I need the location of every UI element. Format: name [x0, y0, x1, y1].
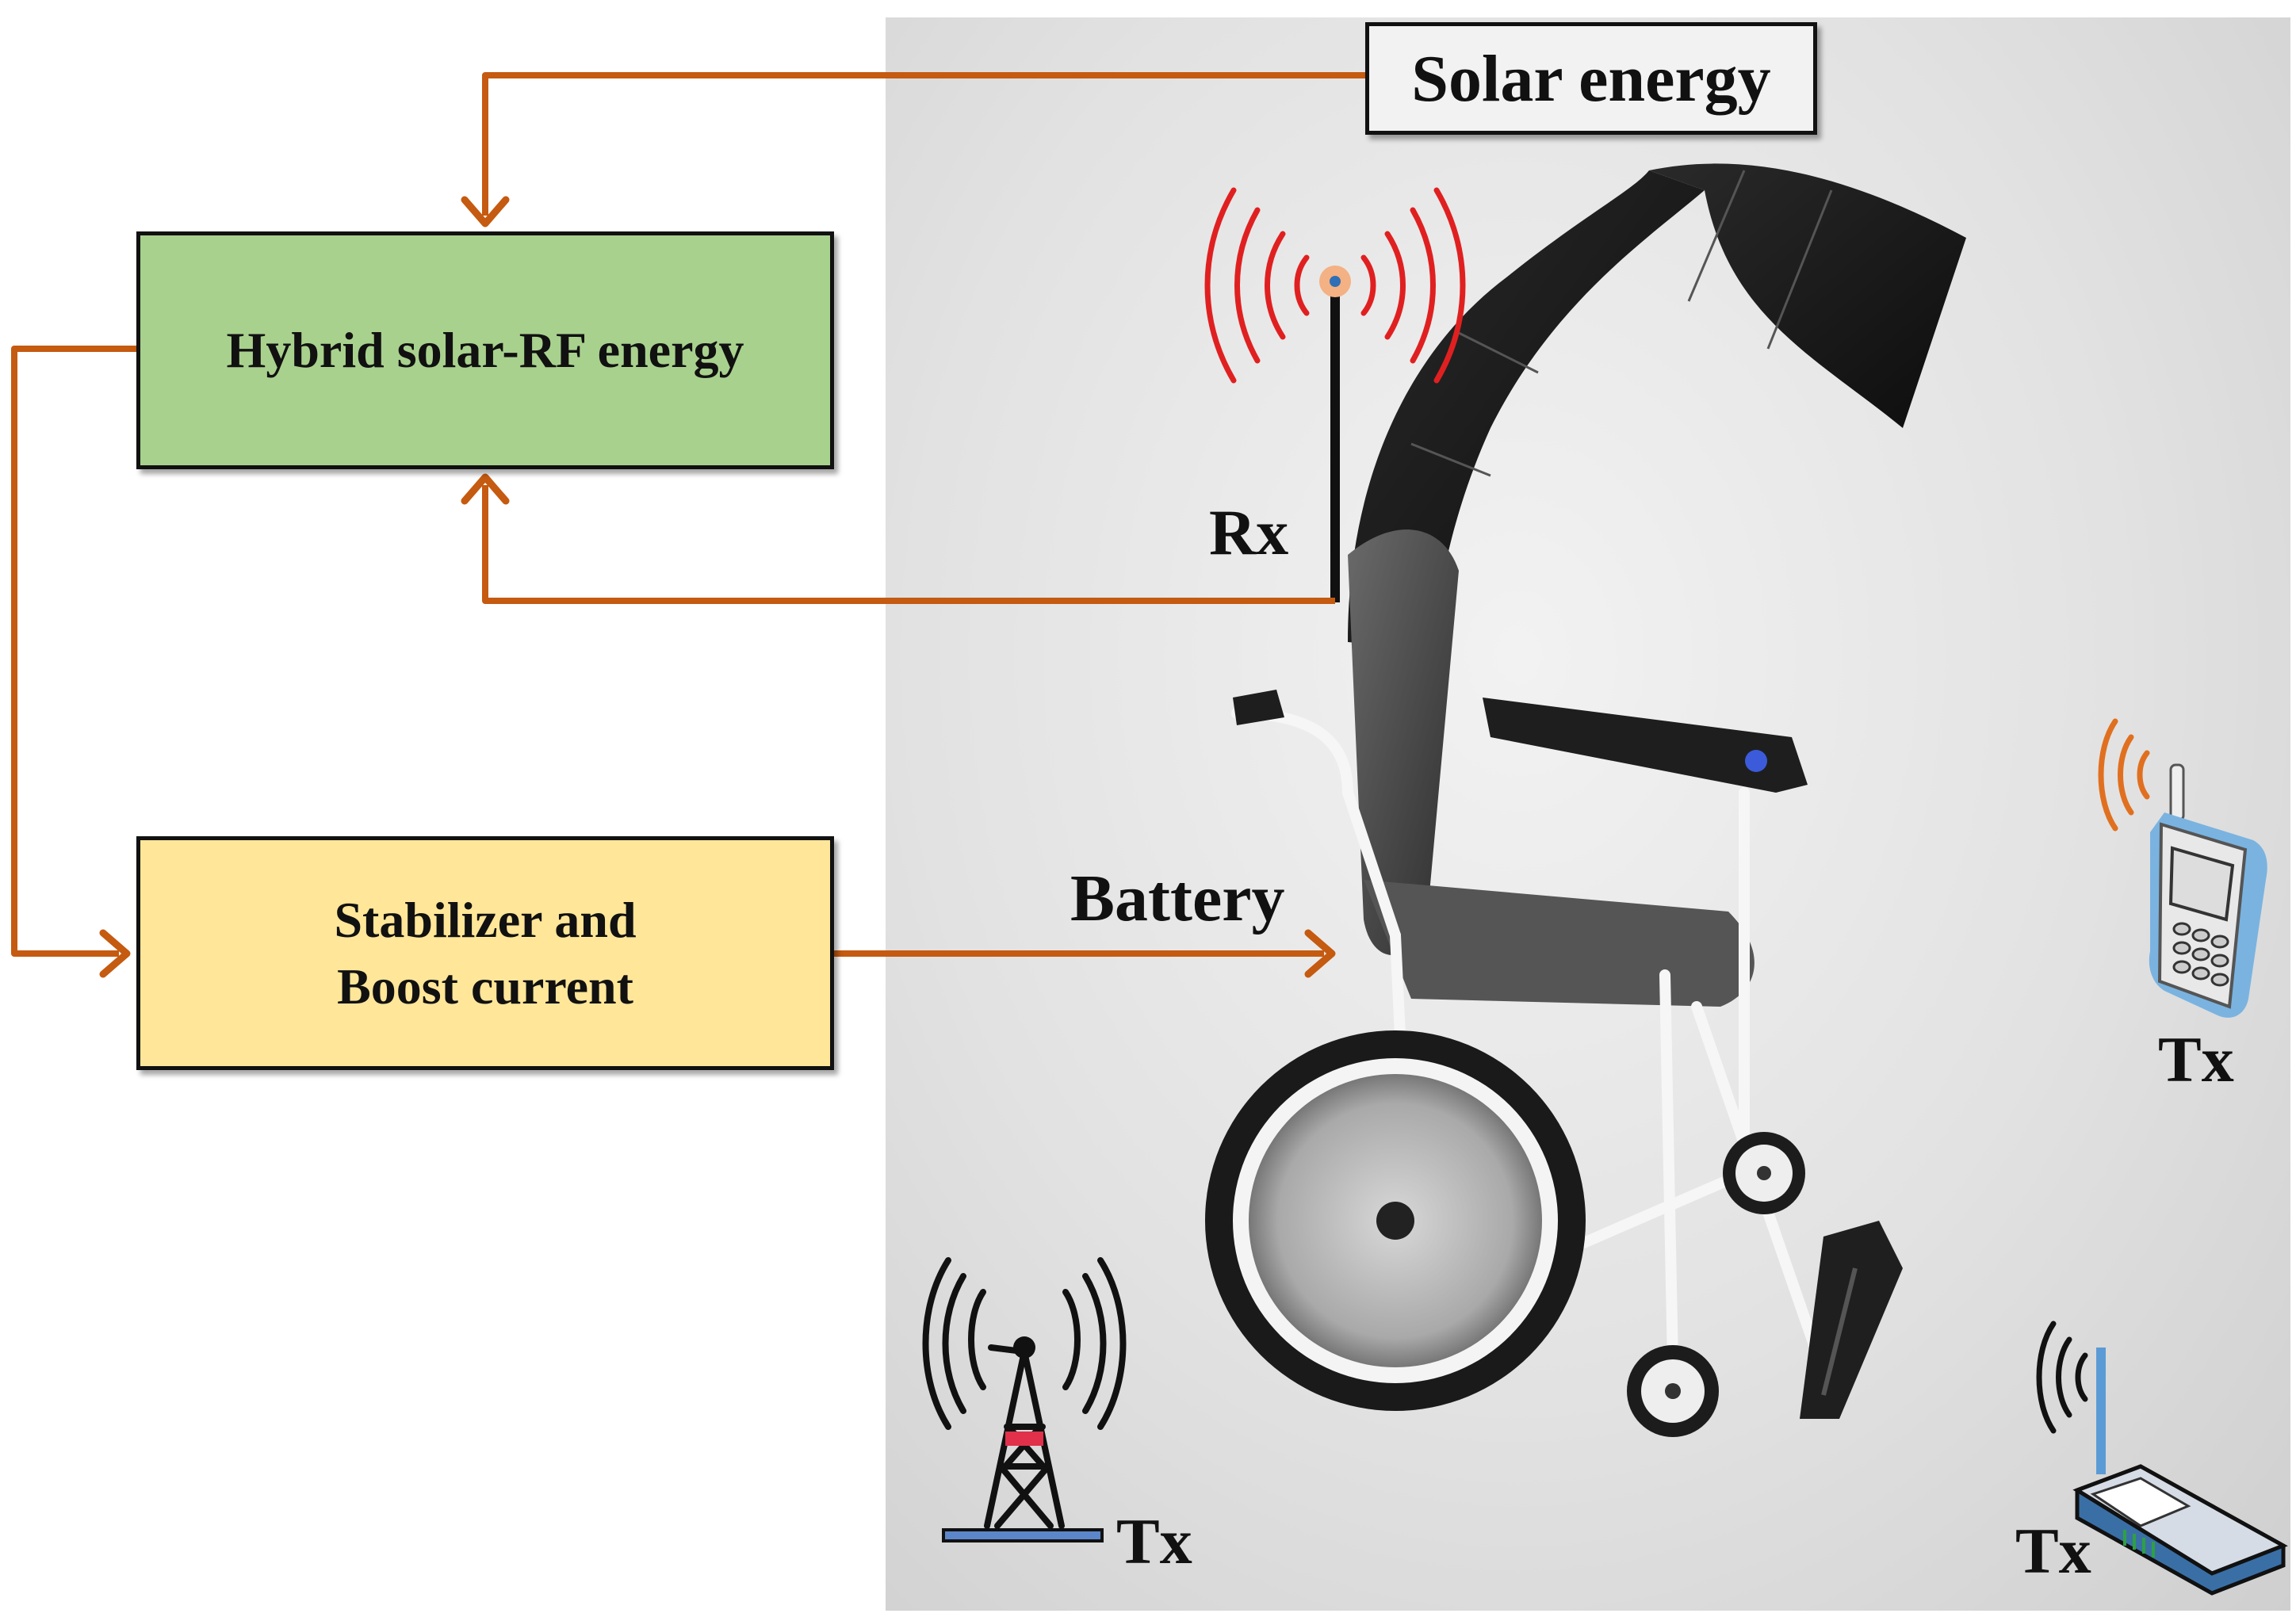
rf-to-hybrid-arrow: [482, 485, 1335, 604]
mobile-phone-icon: [2098, 718, 2267, 1018]
stabilizer-box: Stabilizer and Boost current: [136, 836, 834, 1070]
router-tx-label: Tx: [2015, 1515, 2091, 1587]
hybrid-to-stabilizer-arrow: [11, 346, 136, 957]
phone-tx-label: Tx: [2158, 1023, 2234, 1095]
battery-label: Battery: [1070, 862, 1285, 935]
stabilizer-label-line1: Stabilizer and: [334, 892, 637, 949]
solar-panel-icon: [1348, 163, 1966, 650]
stabilizer-label-line2: Boost current: [337, 958, 633, 1015]
hybrid-energy-box: Hybrid solar-RF energy: [136, 231, 834, 469]
flow-arrows: [11, 72, 1365, 957]
arrowheads: [99, 196, 1336, 978]
antenna-icon: [1204, 187, 1466, 602]
wifi-router-icon: [2036, 1321, 2288, 1596]
solar-energy-box: Solar energy: [1365, 22, 1817, 135]
tower-tx-label: Tx: [1116, 1505, 1192, 1577]
solar-to-hybrid-arrow: [482, 72, 1365, 216]
rx-label: Rx: [1209, 496, 1289, 568]
solar-energy-label: Solar energy: [1411, 41, 1771, 116]
wheelchair-icon: [1205, 529, 1903, 1437]
hybrid-energy-label: Hybrid solar-RF energy: [226, 322, 744, 378]
cell-tower-icon: [922, 1257, 1127, 1542]
